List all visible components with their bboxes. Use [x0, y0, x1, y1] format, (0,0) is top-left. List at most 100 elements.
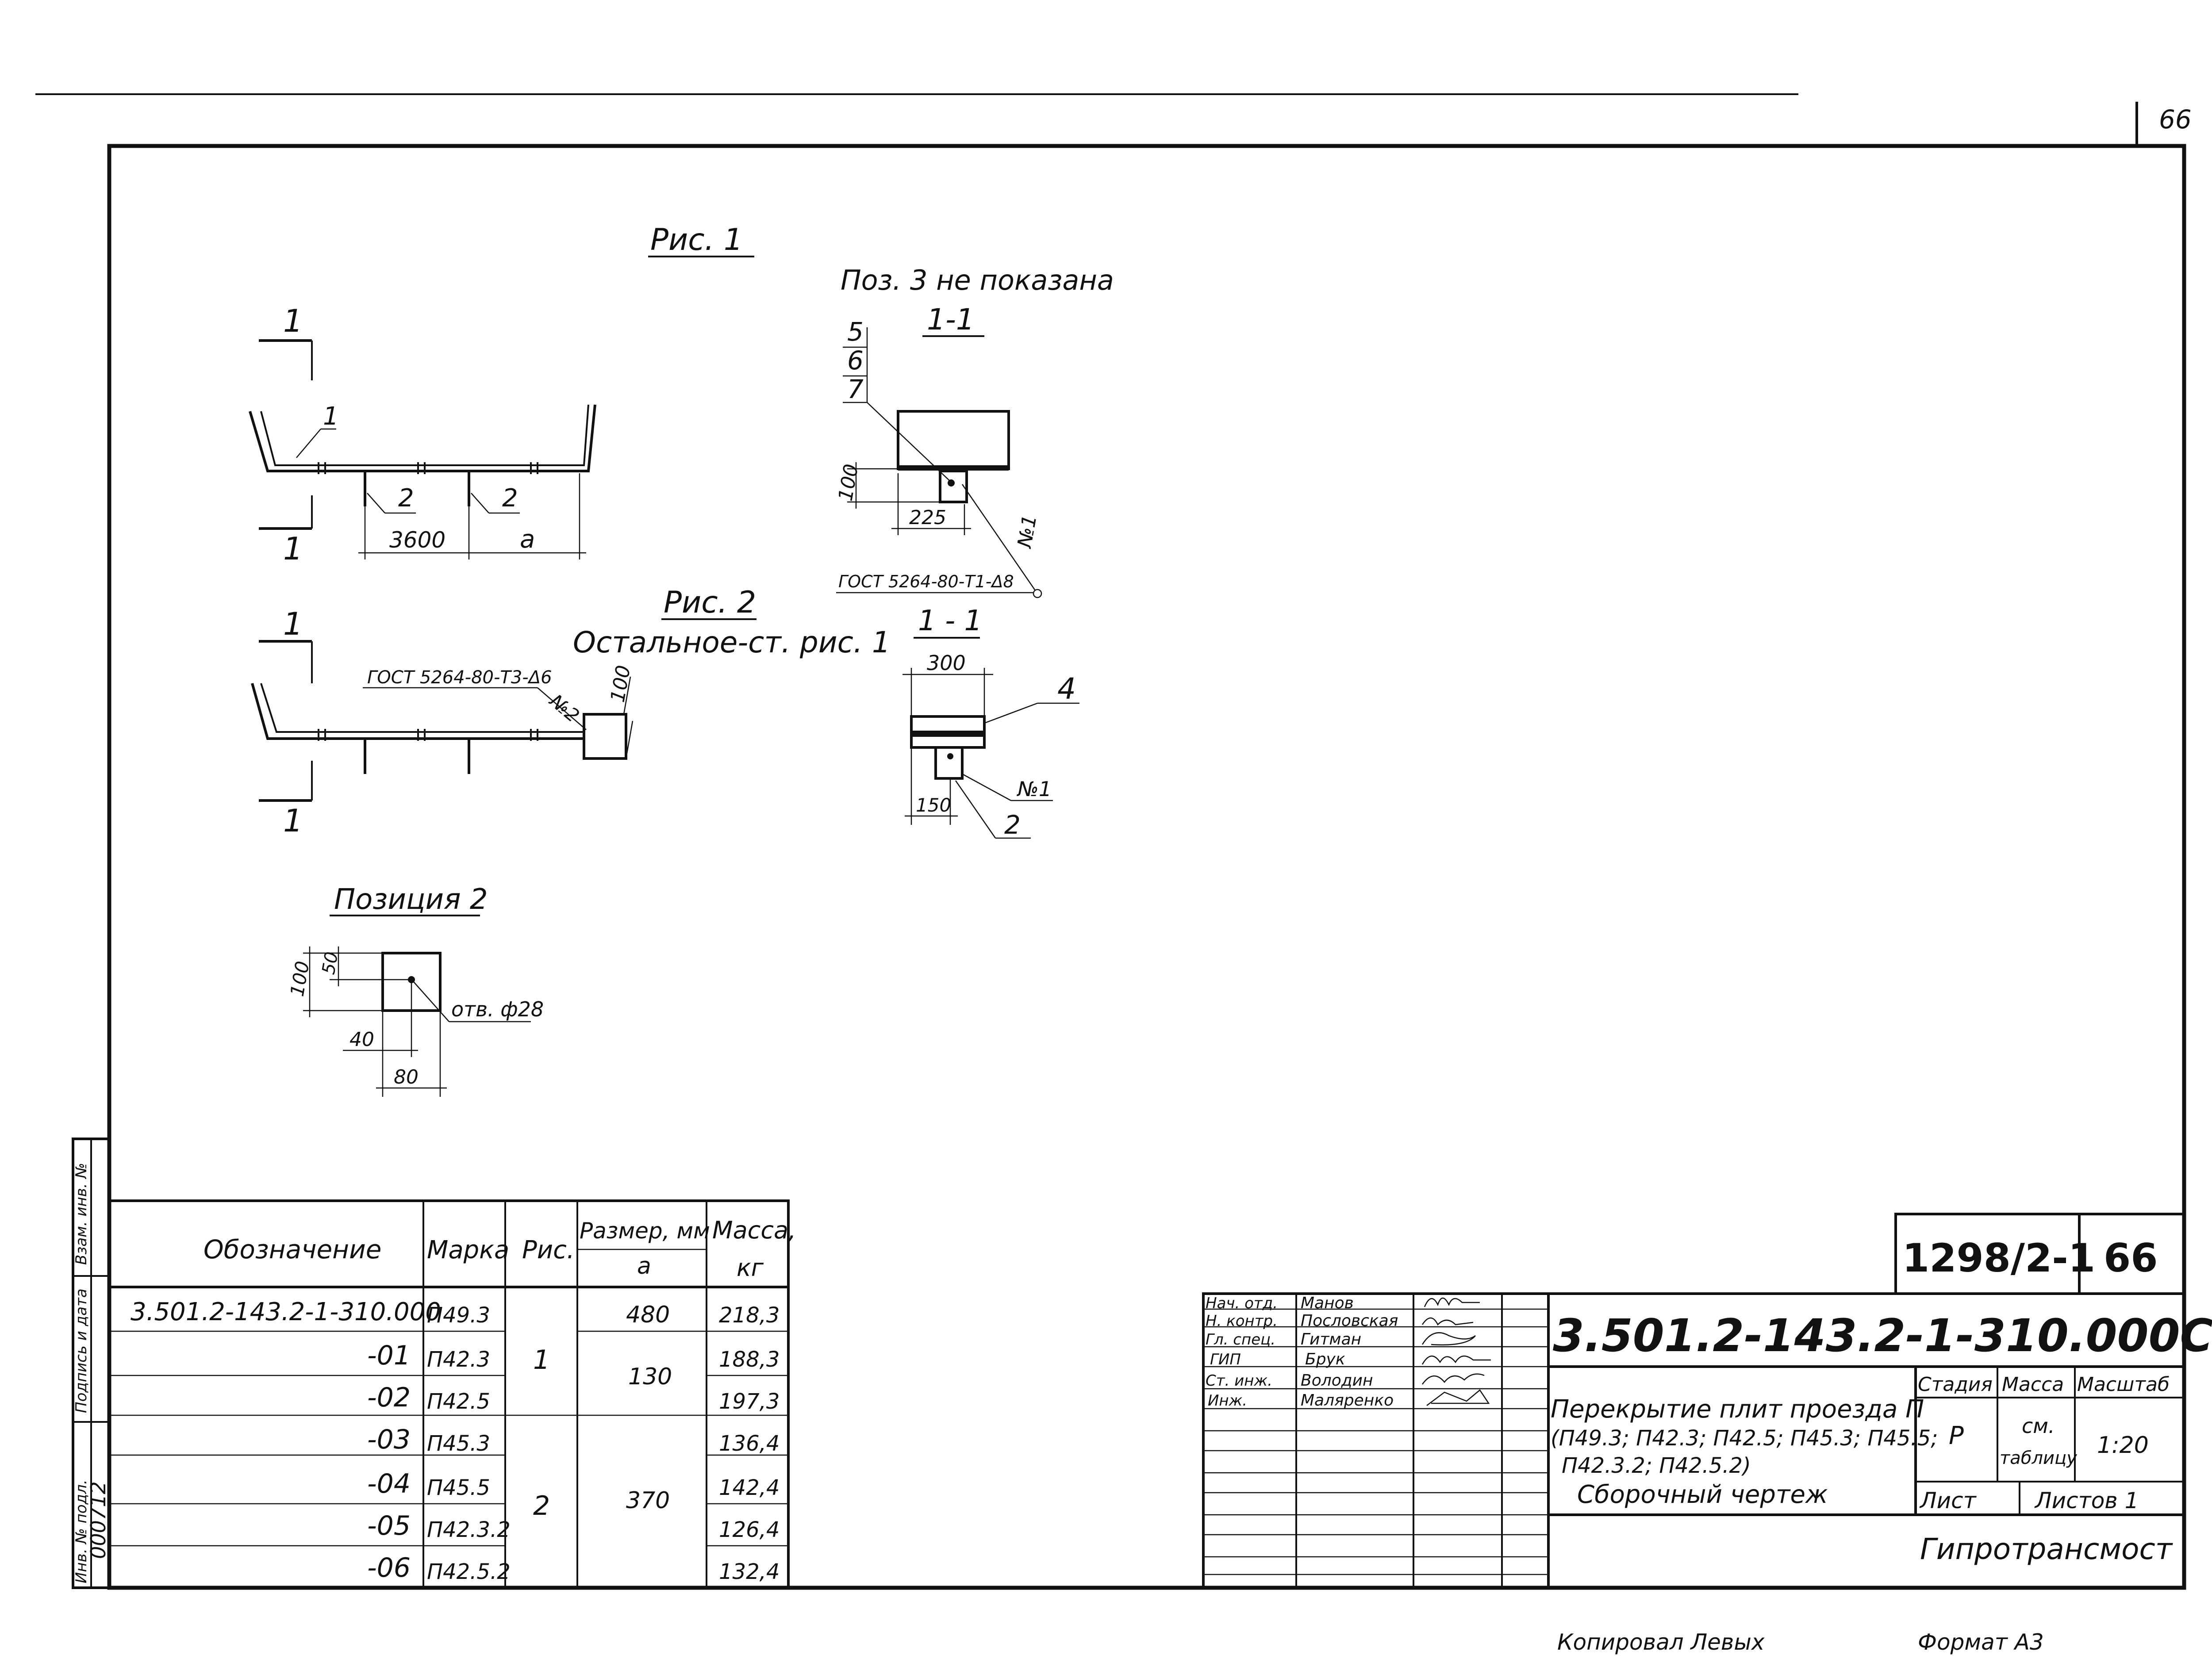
section-1-1-bottom: 1 - 1 300 4 №1 2 150 — [902, 605, 1079, 840]
svg-text:Взам. инв. №: Взам. инв. № — [73, 1163, 90, 1265]
svg-text:(П49.3; П42.3; П42.5; П45.3; П: (П49.3; П42.3; П42.5; П45.3; П45.5; — [1551, 1426, 1938, 1451]
corner-sheet-number: 66 — [2159, 104, 2192, 134]
svg-text:2: 2 — [398, 484, 414, 513]
svg-text:Листов 1: Листов 1 — [2034, 1488, 2139, 1513]
svg-text:1:20: 1:20 — [2097, 1432, 2149, 1459]
svg-text:1298/2-1: 1298/2-1 — [1902, 1235, 2095, 1281]
svg-text:Сборочный чертеж: Сборочный чертеж — [1577, 1480, 1828, 1509]
svg-text:Позиция 2: Позиция 2 — [334, 883, 488, 916]
svg-text:Рис.: Рис. — [522, 1236, 575, 1264]
svg-text:Гитман: Гитман — [1301, 1330, 1361, 1348]
svg-text:130: 130 — [628, 1364, 672, 1390]
svg-text:Р: Р — [1949, 1421, 1964, 1450]
svg-text:Масштаб: Масштаб — [2077, 1373, 2170, 1396]
svg-text:Размер, мм: Размер, мм — [580, 1218, 710, 1244]
svg-text:таблицу: таблицу — [2000, 1448, 2078, 1468]
svg-text:225: 225 — [909, 506, 946, 529]
svg-text:Стадия: Стадия — [1918, 1373, 1993, 1396]
svg-text:a: a — [637, 1253, 651, 1279]
svg-text:ГОСТ 5264-80-Т3-Δ6: ГОСТ 5264-80-Т3-Δ6 — [367, 667, 552, 688]
svg-text:1: 1 — [323, 402, 339, 431]
svg-text:000712: 000712 — [86, 1481, 110, 1559]
section-note: Поз. 3 не показана — [841, 264, 1114, 296]
svg-text:№2: №2 — [545, 690, 584, 727]
specification-table: Обозначение Марка Рис. Размер, мм a Масс… — [108, 1199, 796, 1589]
svg-text:Ст. инж.: Ст. инж. — [1206, 1372, 1272, 1390]
svg-text:1 - 1: 1 - 1 — [918, 605, 982, 637]
svg-text:Пословская: Пословская — [1301, 1312, 1398, 1330]
svg-text:Инж.: Инж. — [1208, 1392, 1247, 1410]
svg-text:Подпись и дата: Подпись и дата — [73, 1288, 90, 1413]
svg-text:П42.3: П42.3 — [427, 1347, 490, 1372]
svg-text:Нач. отд.: Нач. отд. — [1206, 1295, 1278, 1312]
title-block: 1298/2-1 66 Нач. отд. Н. контр. Гл. спец… — [1202, 1213, 2212, 1589]
svg-text:136,4: 136,4 — [719, 1431, 780, 1456]
svg-text:370: 370 — [626, 1487, 670, 1514]
figure-1-title: Рис. 1 — [650, 222, 743, 257]
svg-text:197,3: 197,3 — [719, 1389, 780, 1414]
svg-text:Марка: Марка — [427, 1236, 509, 1264]
svg-text:a: a — [520, 525, 535, 554]
svg-text:Обозначение: Обозначение — [204, 1234, 381, 1264]
svg-text:-01: -01 — [367, 1340, 411, 1371]
svg-text:№1: №1 — [1013, 513, 1041, 550]
document-code: 3.501.2-143.2-1-310.000СБ — [1553, 1310, 2212, 1362]
svg-text:Перекрытие плит проезда П: Перекрытие плит проезда П — [1551, 1395, 1924, 1424]
svg-text:отв. ф28: отв. ф28 — [451, 997, 544, 1021]
svg-text:Манов: Манов — [1301, 1294, 1354, 1312]
svg-text:1: 1 — [283, 803, 303, 839]
svg-text:кг: кг — [737, 1254, 764, 1282]
svg-text:300: 300 — [927, 651, 966, 675]
svg-text:Н. контр.: Н. контр. — [1206, 1312, 1278, 1330]
svg-text:№1: №1 — [1016, 777, 1052, 801]
svg-text:6: 6 — [847, 345, 864, 375]
svg-text:П42.3.2: П42.3.2 — [427, 1517, 511, 1542]
svg-text:1: 1 — [533, 1345, 550, 1375]
svg-text:480: 480 — [626, 1302, 670, 1328]
svg-text:Володин: Володин — [1301, 1371, 1373, 1390]
svg-text:4: 4 — [1057, 672, 1076, 706]
footer-copied: Копировал Левых — [1557, 1629, 1765, 1655]
svg-text:3600: 3600 — [389, 527, 445, 553]
svg-text:2: 2 — [533, 1490, 550, 1521]
svg-text:2: 2 — [1004, 810, 1021, 840]
position-2-detail: Позиция 2 100 50 отв. ф28 40 80 — [286, 883, 544, 1097]
svg-text:80: 80 — [394, 1066, 419, 1088]
figure-1: Рис. 1 1 1 1 2 2 3600 — [249, 222, 754, 567]
svg-text:1: 1 — [283, 531, 303, 567]
organization: Гипротрансмост — [1920, 1532, 2174, 1566]
svg-text:1: 1 — [283, 303, 303, 339]
svg-text:100: 100 — [834, 462, 863, 503]
svg-text:П49.3: П49.3 — [427, 1303, 490, 1328]
svg-text:1-1: 1-1 — [927, 303, 975, 337]
svg-text:-02: -02 — [367, 1382, 411, 1413]
svg-text:66: 66 — [2104, 1235, 2158, 1281]
svg-text:100: 100 — [607, 663, 635, 704]
drawing-frame — [107, 144, 2186, 1590]
svg-text:218,3: 218,3 — [719, 1303, 780, 1328]
svg-text:Гл. спец.: Гл. спец. — [1206, 1331, 1275, 1348]
svg-text:142,4: 142,4 — [719, 1475, 780, 1500]
svg-text:126,4: 126,4 — [719, 1517, 780, 1542]
svg-text:Инв. № подл.: Инв. № подл. — [73, 1479, 90, 1583]
svg-text:П42.5: П42.5 — [427, 1389, 490, 1414]
svg-text:Брук: Брук — [1305, 1350, 1345, 1368]
svg-text:ГОСТ 5264-80-Т1-Δ8: ГОСТ 5264-80-Т1-Δ8 — [838, 572, 1014, 591]
svg-text:Лист: Лист — [1919, 1488, 1977, 1513]
svg-text:П45.3: П45.3 — [427, 1431, 490, 1456]
svg-text:-06: -06 — [367, 1552, 411, 1583]
figure-2-title: Рис. 2 — [664, 585, 756, 620]
footer-format: Формат А3 — [1918, 1629, 2044, 1655]
svg-text:7: 7 — [847, 374, 864, 404]
svg-text:-03: -03 — [367, 1424, 411, 1455]
svg-text:-05: -05 — [367, 1510, 411, 1541]
svg-text:1: 1 — [283, 606, 303, 642]
svg-text:Масса: Масса — [2002, 1373, 2064, 1396]
svg-text:188,3: 188,3 — [719, 1347, 780, 1372]
svg-text:132,4: 132,4 — [719, 1559, 780, 1584]
svg-text:ГИП: ГИП — [1210, 1351, 1241, 1368]
svg-text:см.: см. — [2022, 1414, 2055, 1438]
svg-text:150: 150 — [916, 794, 951, 816]
figure-2-subtitle: Остальное-ст. рис. 1 — [573, 625, 891, 659]
